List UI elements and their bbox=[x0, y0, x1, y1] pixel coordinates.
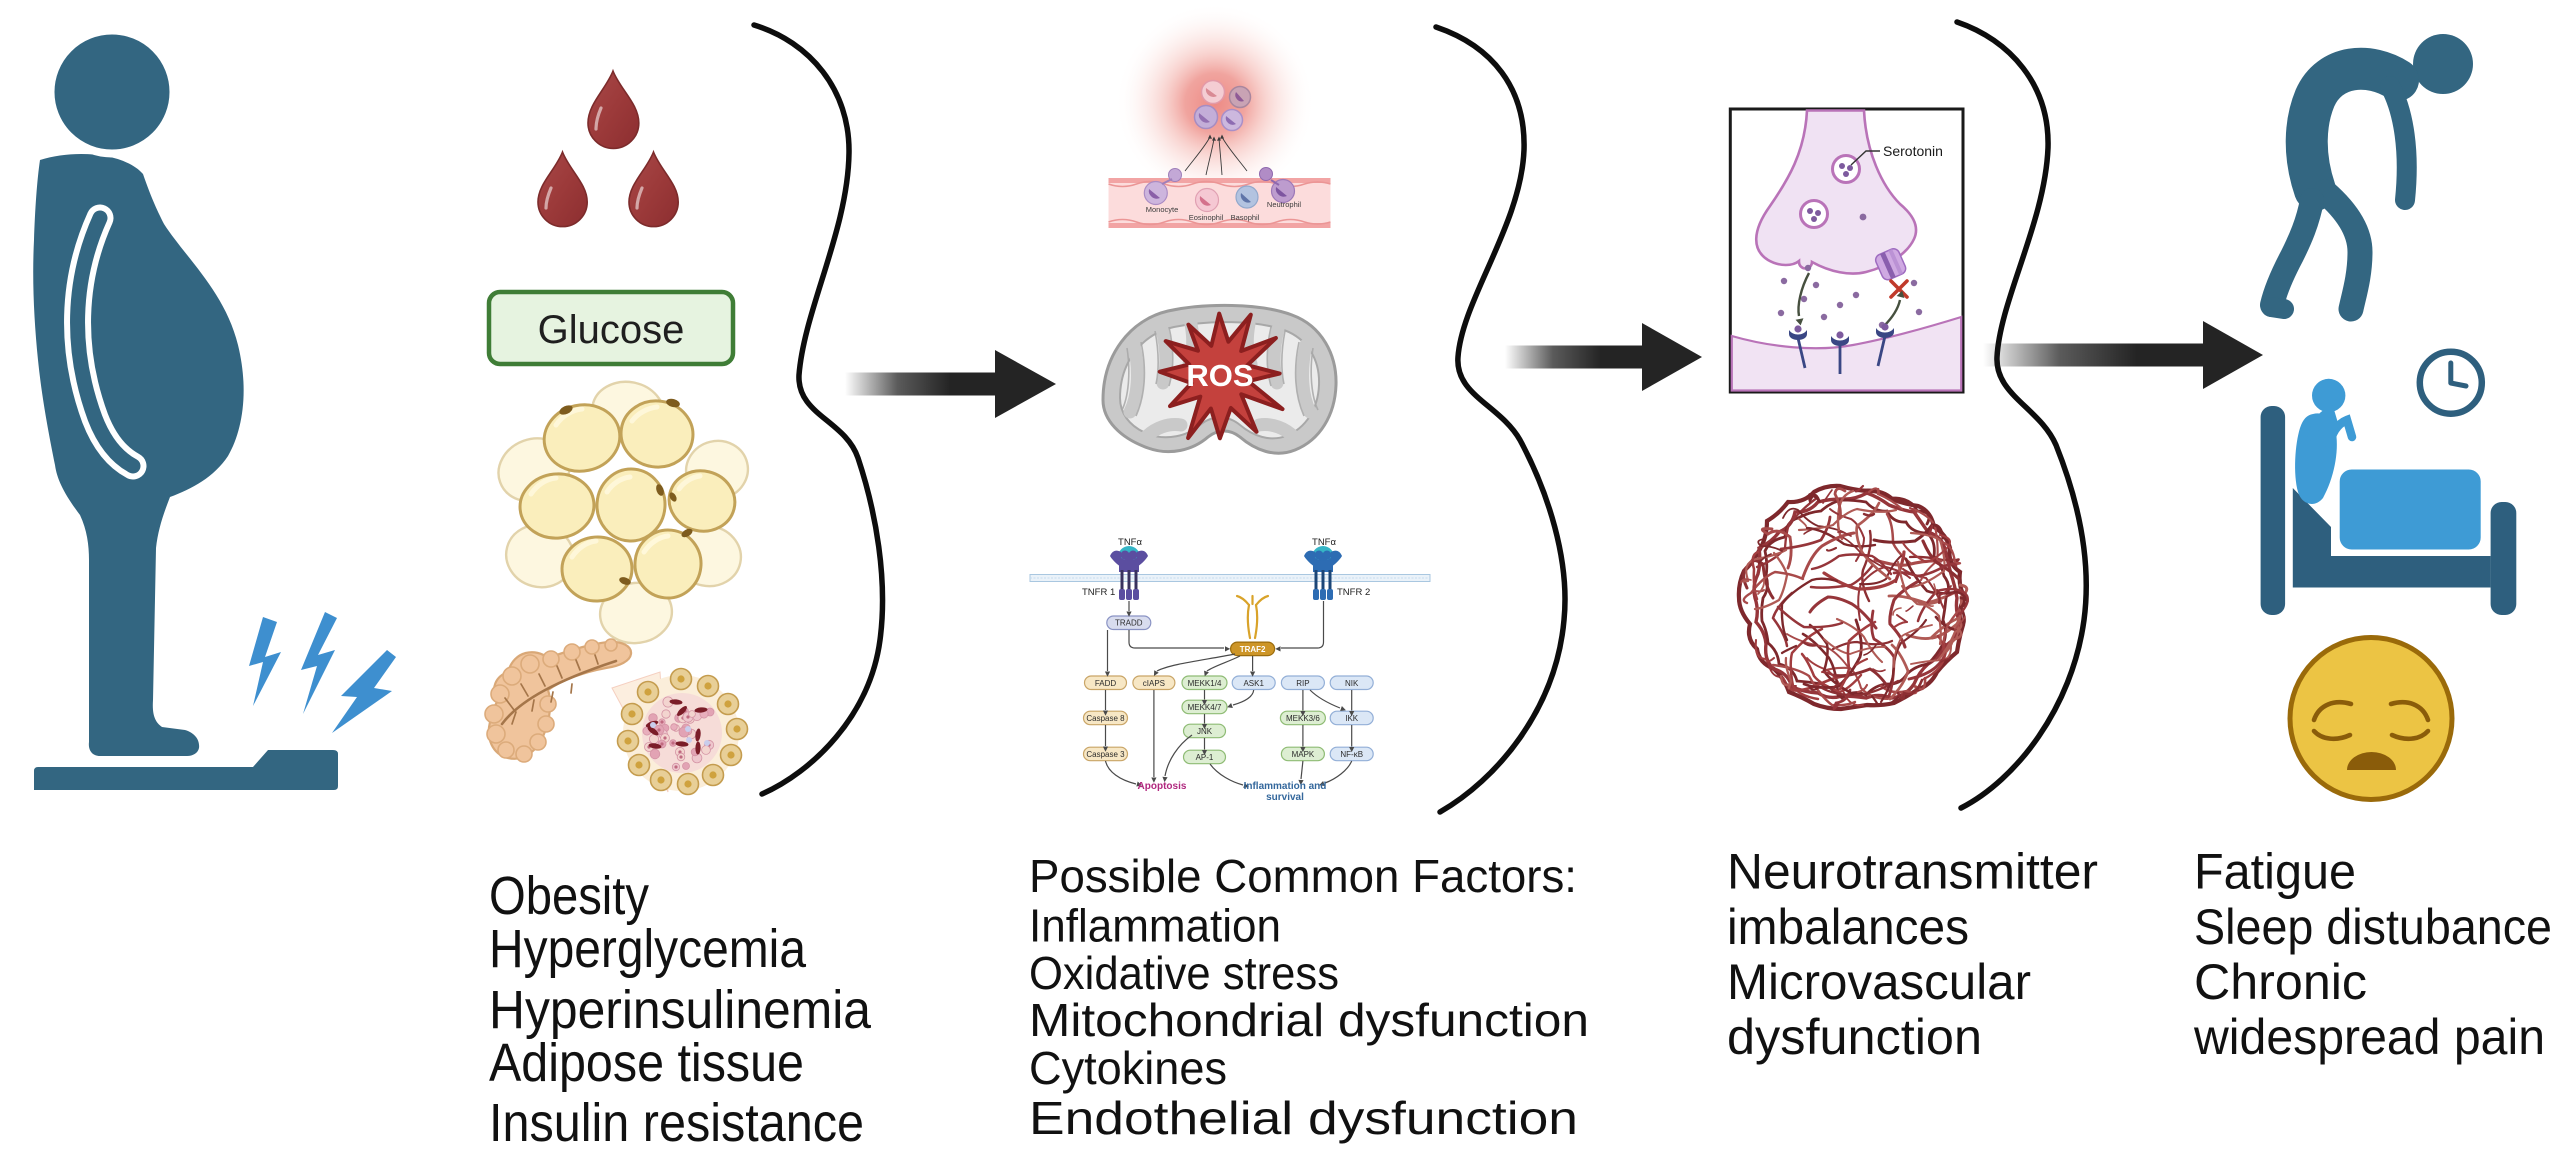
svg-text:Hyperglycemia: Hyperglycemia bbox=[489, 919, 807, 979]
svg-text:Mitochondrial dysfunction: Mitochondrial dysfunction bbox=[1029, 994, 1589, 1046]
svg-text:TNFα: TNFα bbox=[1118, 537, 1142, 548]
svg-text:TRADD: TRADD bbox=[1115, 619, 1143, 628]
svg-text:Caspase 8: Caspase 8 bbox=[1086, 714, 1125, 723]
svg-text:TNFR 2: TNFR 2 bbox=[1337, 587, 1370, 598]
svg-text:RIP: RIP bbox=[1296, 679, 1309, 688]
svg-text:Fatigue: Fatigue bbox=[2194, 844, 2356, 900]
svg-text:IKK: IKK bbox=[1345, 714, 1359, 723]
svg-text:Hyperinsulinemia: Hyperinsulinemia bbox=[489, 980, 872, 1040]
svg-text:Cytokines: Cytokines bbox=[1029, 1042, 1227, 1094]
svg-text:MEKK3/6: MEKK3/6 bbox=[1286, 714, 1320, 723]
svg-text:Serotonin: Serotonin bbox=[1883, 143, 1943, 159]
svg-text:Oxidative stress: Oxidative stress bbox=[1029, 947, 1339, 999]
svg-text:Obesity: Obesity bbox=[489, 866, 649, 926]
svg-text:Caspase 3: Caspase 3 bbox=[1086, 750, 1125, 759]
svg-text:Sleep distubance: Sleep distubance bbox=[2194, 899, 2552, 955]
svg-text:TNFα: TNFα bbox=[1312, 537, 1336, 548]
svg-text:MEKK4/7: MEKK4/7 bbox=[1188, 703, 1222, 712]
svg-text:imbalances: imbalances bbox=[1727, 899, 1969, 955]
svg-text:dysfunction: dysfunction bbox=[1727, 1009, 1982, 1065]
svg-text:MEKK1/4: MEKK1/4 bbox=[1188, 679, 1222, 688]
svg-text:Possible Common Factors:: Possible Common Factors: bbox=[1029, 850, 1577, 902]
svg-text:Apoptosis: Apoptosis bbox=[1138, 781, 1187, 792]
svg-text:ASK1: ASK1 bbox=[1243, 679, 1264, 688]
svg-text:Inflammation and: Inflammation and bbox=[1244, 781, 1327, 792]
svg-text:Neurotransmitter: Neurotransmitter bbox=[1727, 844, 2098, 900]
svg-text:Adipose tissue: Adipose tissue bbox=[489, 1033, 804, 1093]
svg-text:Monocyte: Monocyte bbox=[1146, 205, 1179, 214]
svg-text:cIAPS: cIAPS bbox=[1143, 679, 1165, 688]
svg-text:Eosinophil: Eosinophil bbox=[1189, 213, 1224, 222]
svg-text:TNFR 1: TNFR 1 bbox=[1082, 587, 1115, 598]
svg-text:Glucose: Glucose bbox=[538, 308, 685, 352]
svg-text:survival: survival bbox=[1266, 792, 1304, 803]
svg-text:MAPK: MAPK bbox=[1292, 750, 1315, 759]
svg-text:FADD: FADD bbox=[1095, 679, 1117, 688]
svg-text:Insulin resistance: Insulin resistance bbox=[489, 1093, 864, 1153]
svg-text:Microvascular: Microvascular bbox=[1727, 954, 2031, 1010]
svg-text:AP-1: AP-1 bbox=[1196, 753, 1214, 762]
svg-text:Chronic: Chronic bbox=[2194, 954, 2367, 1010]
svg-text:NIK: NIK bbox=[1345, 679, 1359, 688]
svg-text:Inflammation: Inflammation bbox=[1029, 900, 1281, 952]
svg-text:NF-κB: NF-κB bbox=[1340, 750, 1363, 759]
svg-text:TRAF2: TRAF2 bbox=[1240, 645, 1266, 654]
svg-text:JNK: JNK bbox=[1197, 727, 1213, 736]
svg-text:Basophil: Basophil bbox=[1231, 213, 1260, 222]
svg-text:Endothelial dysfunction: Endothelial dysfunction bbox=[1029, 1092, 1578, 1144]
svg-text:ROS: ROS bbox=[1186, 358, 1253, 393]
svg-text:widespread pain: widespread pain bbox=[2193, 1009, 2545, 1065]
svg-text:Neutrophil: Neutrophil bbox=[1267, 200, 1302, 209]
